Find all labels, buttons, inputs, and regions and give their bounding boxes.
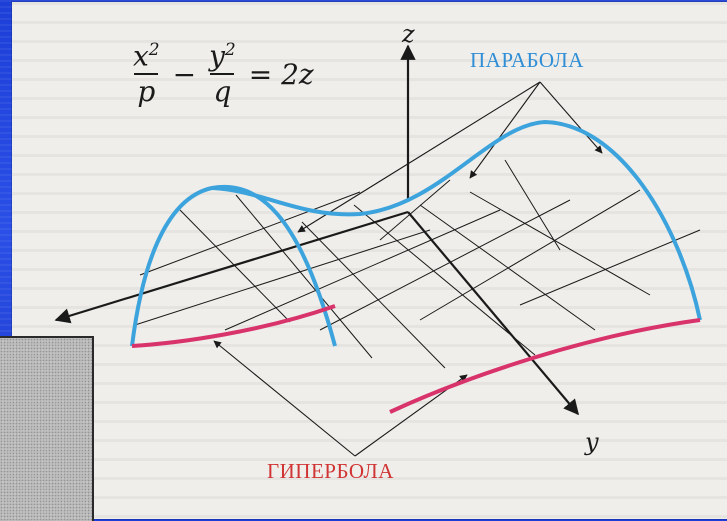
coordinate-axes <box>54 44 579 416</box>
x-exponent: 2 <box>148 40 160 60</box>
x-denominator: p <box>134 73 159 106</box>
y-exponent: 2 <box>224 40 236 60</box>
x-numerator: x <box>133 39 149 73</box>
gray-inset-panel <box>0 336 94 521</box>
y-denominator: q <box>210 73 235 106</box>
hyperbola-curve-left <box>131 304 336 348</box>
parabola-curve-top <box>211 119 702 321</box>
y-axis-label: y <box>585 428 599 456</box>
hyperbola-pointers <box>213 340 468 457</box>
y-axis <box>407 211 579 416</box>
parabola-label: ПАРАБОЛА <box>470 48 584 72</box>
textbook-scan <box>12 2 727 519</box>
surface-equation: x2 p − y2 q = 2z <box>130 42 314 106</box>
y-numerator: y <box>209 39 225 73</box>
x-axis <box>54 210 409 324</box>
parabola-pointers <box>297 81 603 233</box>
hyperbola-curve-right <box>389 318 701 414</box>
equation-rhs: = 2z <box>248 57 314 91</box>
surface-grid <box>134 159 701 369</box>
y-fraction: y2 q <box>206 42 239 106</box>
x-fraction: x2 p <box>130 42 163 106</box>
bleed-through-text <box>12 2 727 519</box>
z-axis-label: z <box>402 20 415 48</box>
minus-sign: − <box>172 57 197 91</box>
hyperbola-label: ГИПЕРБОЛА <box>267 459 394 483</box>
